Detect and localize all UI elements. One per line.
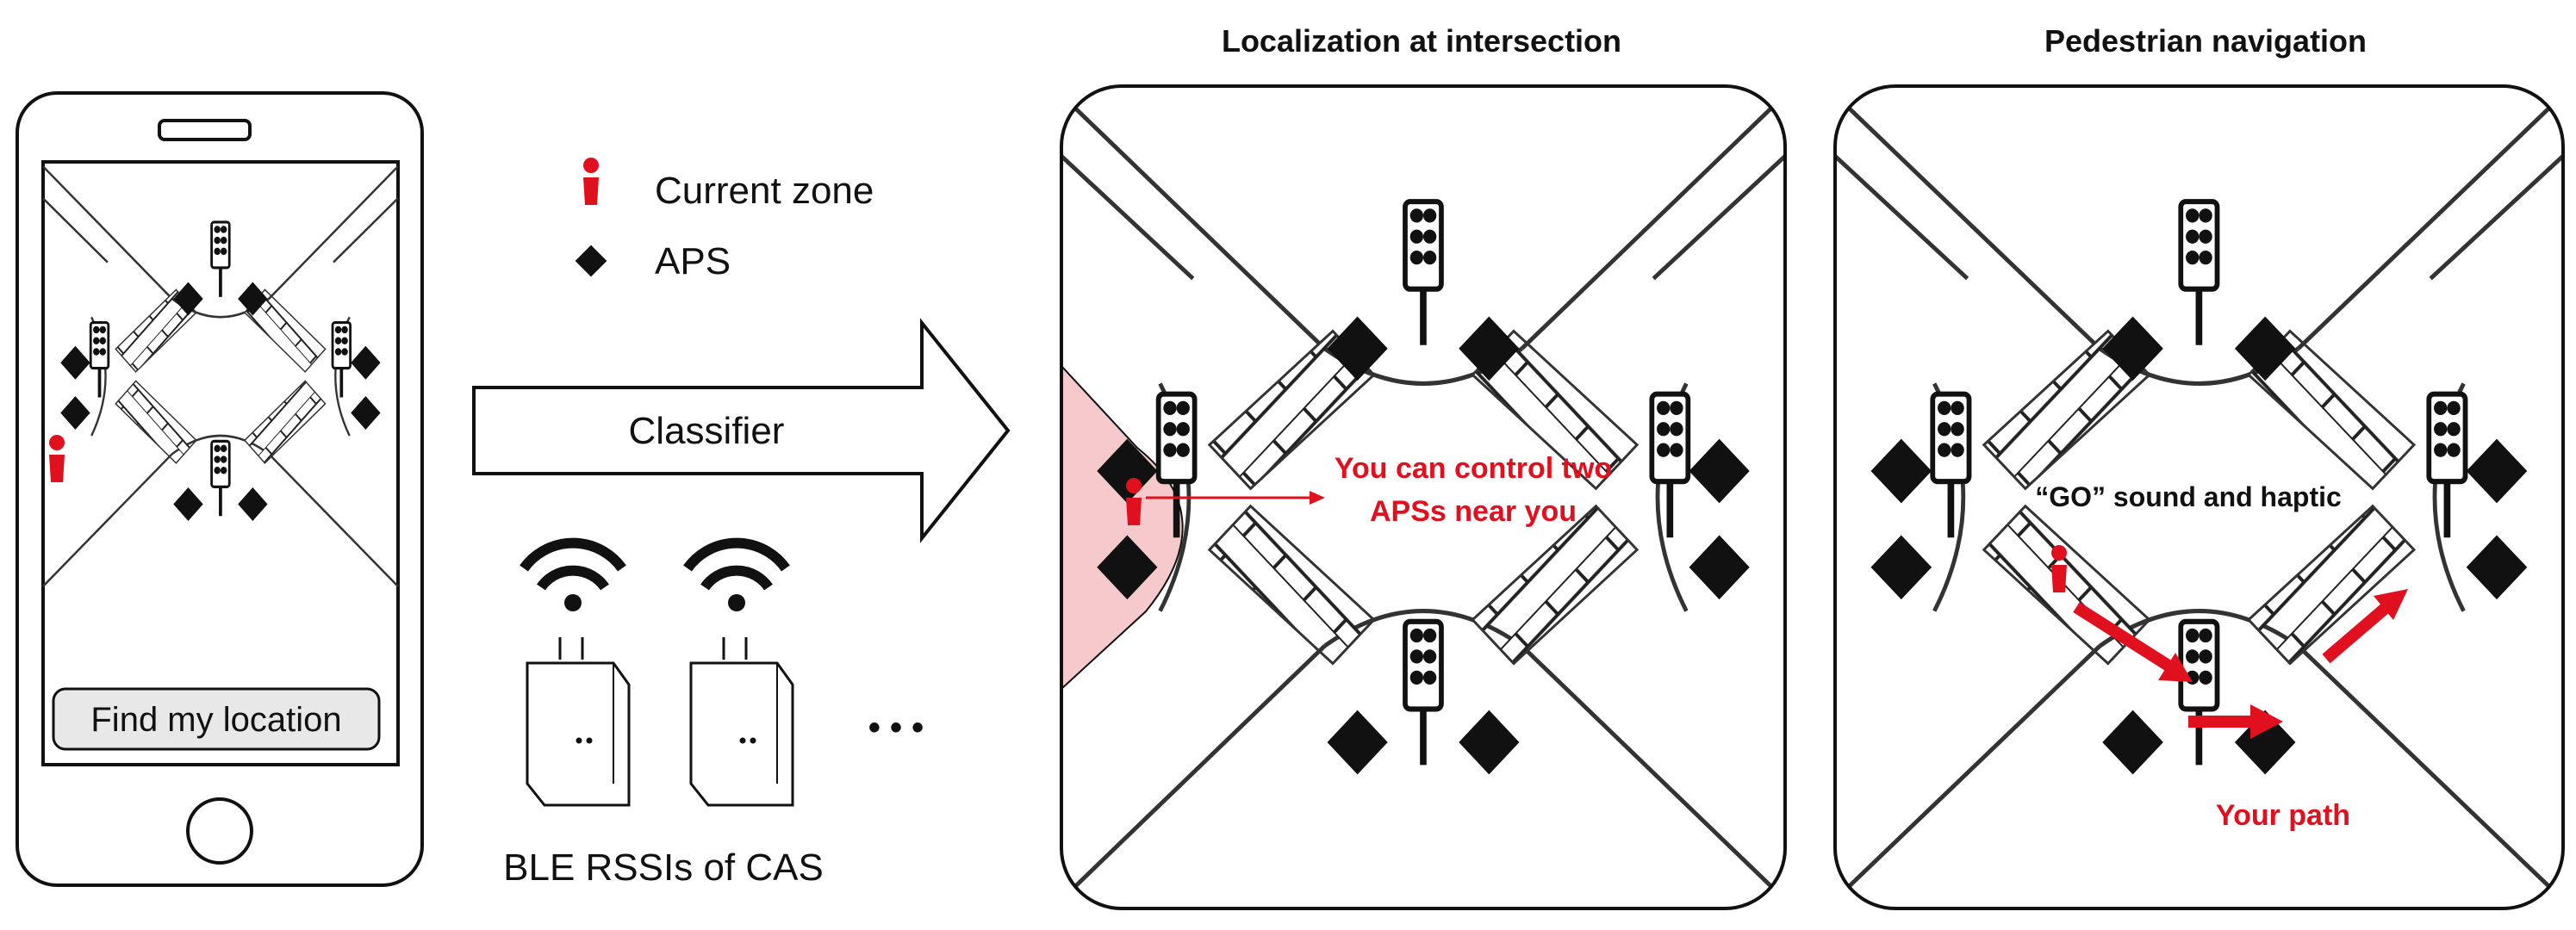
panel-localization: Localization at intersection You can con…	[1060, 23, 1787, 910]
legend: Current zone APS	[575, 158, 874, 282]
current-zone-highlight	[1061, 363, 1184, 691]
pedestrian-icon	[583, 158, 599, 205]
phone-home-button[interactable]	[186, 797, 253, 865]
ellipsis: • • •	[868, 709, 924, 747]
find-location-button[interactable]: Find my location	[52, 687, 381, 751]
legend-current-zone: Current zone	[655, 170, 874, 212]
panel-navigation-title: Pedestrian navigation	[2044, 23, 2367, 59]
localization-message-line2: APSs near you	[1370, 495, 1577, 528]
wifi-signal-icon	[520, 537, 626, 611]
classifier-arrow: Classifier	[472, 318, 1011, 543]
wifi-signal-icon	[683, 537, 790, 611]
ble-beacon-2	[683, 537, 794, 807]
localization-message-line1: You can control two	[1335, 452, 1612, 485]
find-location-label: Find my location	[90, 701, 341, 739]
path-arrows	[2073, 589, 2408, 739]
localized-pedestrian-icon	[1126, 478, 1142, 525]
smartphone: Find my location	[16, 91, 424, 887]
panel-localization-title: Localization at intersection	[1222, 23, 1621, 59]
go-cue-label: “GO” sound and haptic	[2035, 481, 2342, 512]
aps-diamond-icon	[575, 245, 607, 277]
phone-speaker	[158, 119, 252, 141]
ble-rssi-label: BLE RSSIs of CAS	[503, 846, 824, 889]
navigating-pedestrian-icon	[2051, 545, 2067, 592]
classifier-label: Classifier	[629, 410, 785, 452]
phone-pedestrian-icon	[49, 435, 65, 482]
panel-navigation: Pedestrian navigation “GO” sound and hap…	[1833, 23, 2565, 910]
your-path-label: Your path	[2216, 799, 2350, 832]
ble-beacon-1	[520, 537, 631, 807]
legend-aps: APS	[655, 240, 731, 282]
